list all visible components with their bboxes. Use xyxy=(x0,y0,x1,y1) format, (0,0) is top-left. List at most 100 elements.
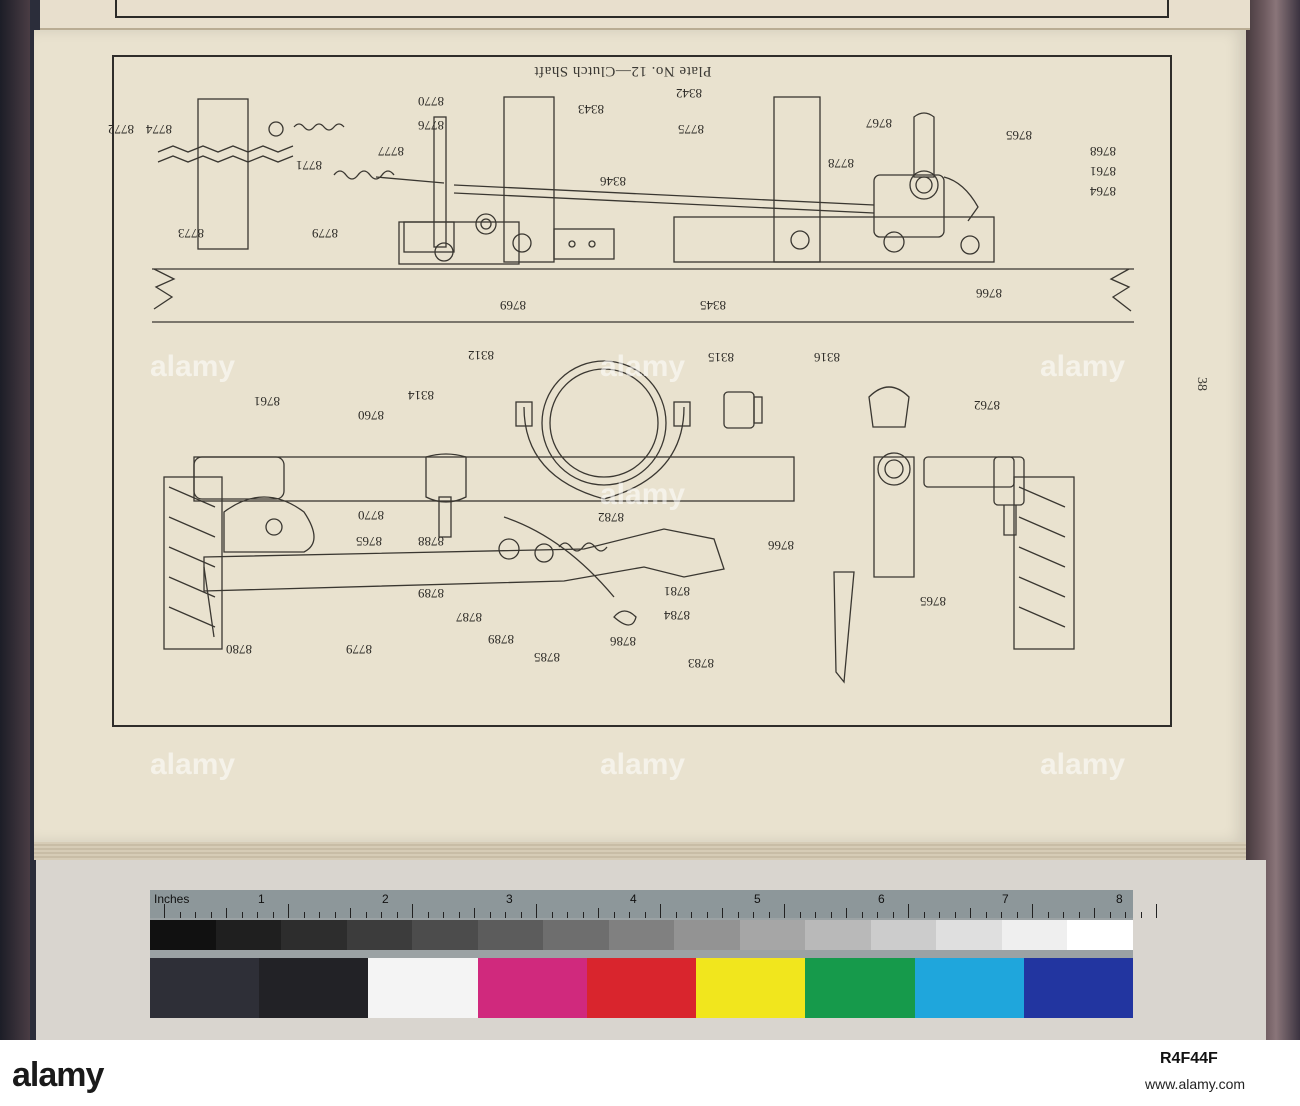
gray-step-patch xyxy=(150,920,216,950)
gray-step-patch xyxy=(1001,920,1068,950)
gray-step-patch xyxy=(805,920,871,950)
gray-step-patch xyxy=(543,920,609,950)
callout-label: 8770 xyxy=(358,508,384,523)
ruler-tick xyxy=(582,912,584,918)
callout-label: 8770 xyxy=(418,94,444,109)
gray-step-patch xyxy=(215,920,282,950)
ruler-tick xyxy=(737,912,739,918)
callout-label: 8314 xyxy=(408,388,435,403)
book-page: Plate No. 12—Clutch Shaft 38 xyxy=(34,30,1246,842)
callout-label: 8787 xyxy=(456,610,483,625)
callout-label: 8777 xyxy=(378,144,405,159)
ruler-tick xyxy=(892,912,894,918)
ruler-tick xyxy=(799,912,801,918)
callout-label: 8768 xyxy=(1090,144,1116,159)
ruler-tick xyxy=(923,912,925,918)
ruler-tick xyxy=(164,904,165,918)
callout-label: 8761 xyxy=(1090,164,1116,179)
ruler-tick xyxy=(1032,904,1033,918)
ruler-tick xyxy=(536,904,537,918)
ruler-tick xyxy=(458,912,460,918)
ruler-tick xyxy=(846,908,847,918)
ruler-tick xyxy=(815,912,816,918)
brand-logo: alamy xyxy=(12,1056,104,1094)
ruler-tick xyxy=(784,904,785,918)
callout-label: 8762 xyxy=(974,398,1000,413)
gray-step-patch xyxy=(739,920,806,950)
callout-label: 8766 xyxy=(768,538,795,553)
ruler-tick xyxy=(489,912,491,918)
ruler-tick xyxy=(474,908,475,918)
callout-label: 8765 xyxy=(356,534,382,549)
ruler-tick xyxy=(1001,912,1002,918)
ruler-tick xyxy=(272,912,274,918)
ruler-tick xyxy=(505,912,506,918)
ruler-tick xyxy=(722,908,723,918)
ruler-tick xyxy=(288,904,289,918)
gray-step-patch xyxy=(870,920,937,950)
ruler-tick xyxy=(567,912,568,918)
ruler-tick xyxy=(985,912,987,918)
color-patch xyxy=(477,958,587,1018)
ruler-tick xyxy=(226,908,227,918)
callout-label: 8769 xyxy=(500,298,526,313)
callout-label: 8772 xyxy=(108,122,134,137)
ruler-tick xyxy=(303,912,305,918)
watermark-overlay: alamy xyxy=(1040,350,1126,383)
ruler-tick xyxy=(970,908,971,918)
ruler-number: 4 xyxy=(630,892,637,906)
ruler-tick xyxy=(753,912,754,918)
ruler-tick xyxy=(365,912,367,918)
watermark-overlay: alamy xyxy=(600,748,686,781)
ruler-number: 3 xyxy=(506,892,513,906)
ruler-tick xyxy=(675,912,677,918)
plate-frame: 8774 8772 8771 8773 8770 8776 8777 8779 … xyxy=(108,55,1172,727)
callout-label: 8783 xyxy=(688,656,714,671)
callout-label: 8779 xyxy=(346,642,372,657)
ruler-tick xyxy=(241,912,243,918)
ruler-tick xyxy=(830,912,832,918)
callout-label: 8782 xyxy=(598,510,624,525)
ruler-tick xyxy=(210,912,212,918)
callout-label: 8342 xyxy=(676,86,702,101)
ruler-tick xyxy=(257,912,258,918)
watermark-overlay: alamy xyxy=(600,350,686,383)
ruler-tick xyxy=(551,912,553,918)
callout-label: 8784 xyxy=(664,608,691,623)
callout-label: 8775 xyxy=(678,122,704,137)
ruler-tick xyxy=(1109,912,1111,918)
book-binding-left xyxy=(0,0,30,1040)
ruler-number: 6 xyxy=(878,892,885,906)
callout-label: 8312 xyxy=(468,348,494,363)
ruler-tick xyxy=(396,912,398,918)
callout-label: 8760 xyxy=(358,408,384,423)
callout-label: 8765 xyxy=(1006,128,1032,143)
ruler-number: 1 xyxy=(258,892,265,906)
ruler-tick xyxy=(908,904,909,918)
page-number: 38 xyxy=(1194,377,1209,391)
gray-step-patch xyxy=(674,920,740,950)
ruler-tick xyxy=(691,912,692,918)
color-patch xyxy=(150,958,260,1018)
ruler-tick xyxy=(877,912,878,918)
ruler-tick xyxy=(427,912,429,918)
ruler-tick xyxy=(644,912,646,918)
watermark-overlay: alamy xyxy=(150,748,236,781)
gray-step-patch xyxy=(281,920,347,950)
gray-scale-strip xyxy=(150,920,1133,950)
callout-label: 8778 xyxy=(828,156,854,171)
callout-label: 8767 xyxy=(866,116,893,131)
ruler-tick xyxy=(350,908,351,918)
ruler-tick xyxy=(179,912,181,918)
ruler-tick xyxy=(613,912,615,918)
callout-label: 8774 xyxy=(146,122,173,137)
ruler-tick xyxy=(939,912,940,918)
callout-label: 8765 xyxy=(920,594,946,609)
callout-label: 8315 xyxy=(708,350,734,365)
gray-step-patch xyxy=(346,920,413,950)
scanned-book-spread: Plate No. 12—Clutch Shaft 38 xyxy=(0,0,1300,1040)
callout-label: 8786 xyxy=(610,634,637,649)
ruler-tick xyxy=(861,912,863,918)
ruler-tick xyxy=(520,912,522,918)
image-id: R4F44F xyxy=(1160,1050,1218,1067)
